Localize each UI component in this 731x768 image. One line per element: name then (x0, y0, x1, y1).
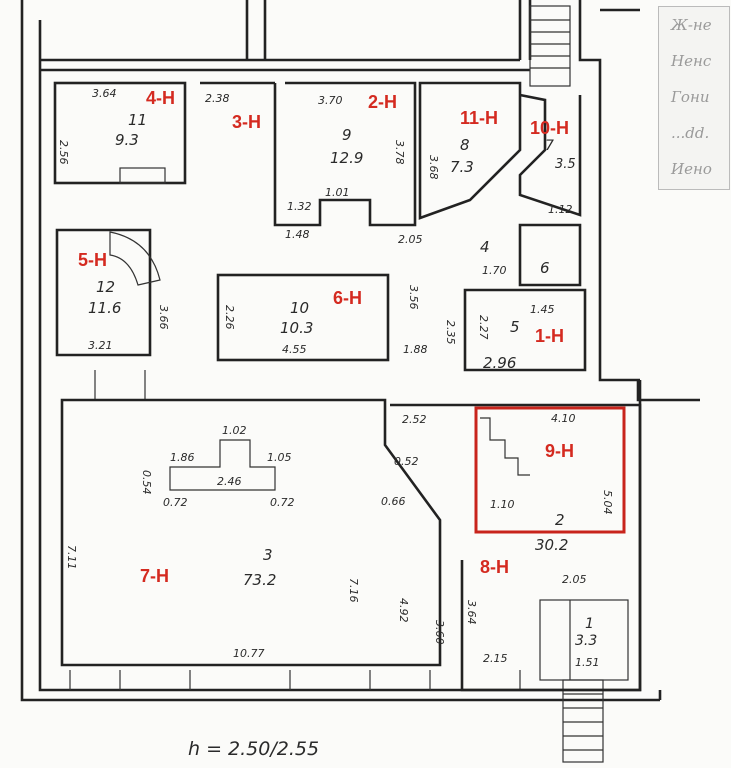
label-1h: 1-Н (535, 326, 564, 346)
dim: 1.12 (548, 203, 573, 216)
dim: 2.46 (217, 475, 242, 488)
room-12-area: 11.6 (88, 299, 121, 317)
dim: 1.32 (287, 200, 312, 213)
dim: 2.15 (483, 652, 508, 665)
dim: 3.21 (88, 339, 113, 352)
dim: 3.66 (157, 305, 170, 330)
room-6-number: 6 (540, 259, 550, 277)
dim: 0.66 (381, 495, 406, 508)
room-9-area: 12.9 (330, 149, 363, 167)
room-3-area: 73.2 (243, 571, 276, 589)
room-1-number: 1 (585, 616, 594, 632)
dim: 1.48 (285, 228, 310, 241)
room-2-number: 2 (555, 511, 565, 529)
dim: 4.92 (397, 598, 410, 623)
dim: 2.05 (398, 233, 423, 246)
side-note-fragment: Ж-не Ненс Гони ...dd. Иено (658, 6, 730, 190)
side-note-line: Иено (671, 160, 712, 178)
label-6h: 6-Н (333, 288, 362, 308)
room-11-area: 9.3 (115, 131, 139, 149)
unit-9h-highlight (474, 406, 626, 534)
label-4h: 4-Н (146, 88, 175, 108)
room-10-number: 10 (290, 299, 309, 317)
dim: 4.10 (551, 412, 576, 425)
room-numbers: 11 9.3 9 12.9 8 7.3 7 3.5 12 11.6 10 10.… (88, 111, 597, 649)
dim: 0.52 (394, 455, 419, 468)
dim: 2.26 (223, 305, 236, 330)
room-2-area: 30.2 (535, 536, 568, 554)
room-3-number: 3 (263, 546, 273, 564)
dim: 1.70 (482, 264, 507, 277)
unit-labels: 4-Н 3-Н 2-Н 11-Н 10-Н 5-Н 6-Н 1-Н 7-Н 8-… (78, 88, 574, 586)
stair-steps-9h (480, 417, 530, 476)
label-7h: 7-Н (140, 566, 169, 586)
room-walls (53, 81, 642, 692)
room-9-number: 9 (342, 126, 352, 144)
dim: 2.52 (402, 413, 427, 426)
room-1-area: 3.3 (575, 633, 597, 649)
dim: 5.04 (601, 490, 614, 515)
building-walls (20, 0, 700, 763)
dim: 2.56 (57, 140, 70, 165)
room-10-area: 10.3 (280, 319, 313, 337)
dim: 1.51 (575, 656, 600, 669)
ceiling-height-note: h = 2.50/2.55 (188, 738, 319, 760)
dim: 1.86 (170, 451, 195, 464)
room-11-number: 11 (128, 111, 147, 129)
dim: 3.64 (92, 87, 117, 100)
dimension-labels: 3.64 2.56 2.38 3.70 3.78 1.01 1.32 1.48 … (57, 87, 614, 669)
dim: 2.05 (562, 573, 587, 586)
dim: 7.11 (65, 545, 78, 570)
dim: 0.72 (270, 496, 295, 509)
dim: 7.16 (347, 578, 360, 603)
dim: 0.72 (163, 496, 188, 509)
side-note-line: Ж-не (671, 16, 712, 34)
dim: 1.05 (267, 451, 292, 464)
dim: 3.64 (465, 600, 478, 625)
dim: 2.35 (444, 320, 457, 345)
dim: 3.68 (427, 155, 440, 180)
dim: 3.70 (318, 94, 343, 107)
room-5-area: 2.96 (483, 354, 516, 372)
dim: 1.45 (530, 303, 555, 316)
dim: 10.77 (233, 647, 265, 660)
dim: 1.88 (403, 343, 428, 356)
room-12-number: 12 (96, 278, 115, 296)
label-3h: 3-Н (232, 112, 261, 132)
side-note-line: Ненс (671, 52, 712, 70)
dim: 3.56 (407, 285, 420, 310)
dim: 4.55 (282, 343, 307, 356)
room-7-area: 3.5 (555, 157, 576, 172)
dim: 3.60 (433, 620, 446, 645)
room-5-number: 5 (510, 318, 520, 336)
dim: 1.10 (490, 498, 515, 511)
label-2h: 2-Н (368, 92, 397, 112)
label-11h: 11-Н (460, 108, 498, 128)
label-10h: 10-Н (530, 118, 569, 138)
dim: 2.27 (477, 315, 490, 340)
room-8-number: 8 (460, 136, 470, 154)
side-note-line: ...dd. (671, 124, 710, 142)
dim: 0.54 (140, 470, 153, 495)
dim: 2.38 (205, 92, 230, 105)
room-8-area: 7.3 (450, 158, 474, 176)
label-5h: 5-Н (78, 250, 107, 270)
dim: 1.01 (325, 186, 350, 199)
room-7-number: 7 (545, 138, 554, 154)
label-8h: 8-Н (480, 557, 509, 577)
side-note-line: Гони (671, 88, 710, 106)
room-4-number: 4 (480, 238, 490, 256)
label-9h: 9-Н (545, 441, 574, 461)
dim: 3.78 (393, 140, 406, 165)
dim: 1.02 (222, 424, 247, 437)
